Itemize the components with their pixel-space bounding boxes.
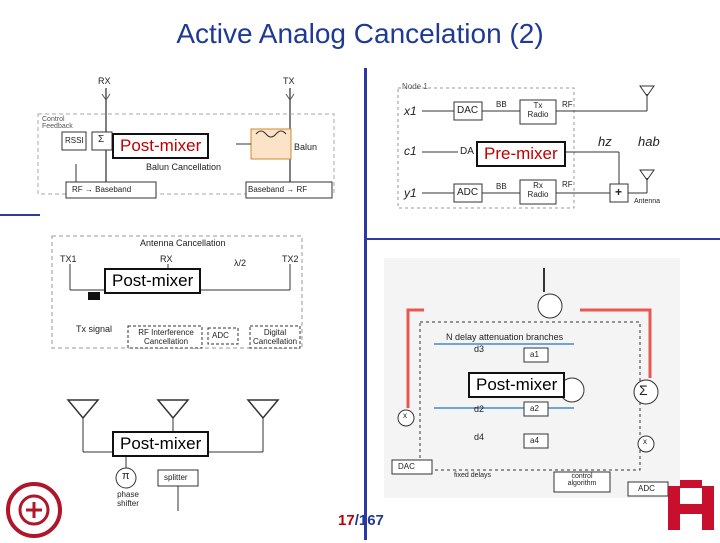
bb-label-2: BB [496,182,507,191]
d4-label: d4 [474,432,485,442]
plus-label: + [615,185,623,199]
post-mixer-tag-3: Post-mixer [112,431,210,457]
antenna-cancellation-label: Antenna Cancellation [140,238,226,248]
x-label-right: x [643,437,647,446]
figure-antenna-splitter: π splitter phase shifter [60,396,300,516]
dac-label-fig5: DAC [398,462,415,471]
pi-label: π [122,470,130,482]
page-number: 17/167 [338,512,384,529]
rf-interference-label: RF Interference Cancellation [138,328,194,346]
a2-label: a2 [530,404,539,413]
page-current: 17 [338,512,355,529]
tx2-label: TX2 [282,254,299,264]
post-mixer-tag-2: Post-mixer [104,268,202,294]
n-delay-label: N delay attenuation branches [446,332,564,342]
rf-baseband-label: RF → Baseband [72,185,132,194]
a4-label: a4 [530,436,539,445]
rx-radio-label: Rx Radio [527,181,549,199]
node-label: Node 1 [402,82,428,91]
antenna-label: Antenna [634,198,661,205]
x-label-left: x [403,411,407,420]
rf-label-1: RF [562,100,573,109]
delay-branches-diagram [391,268,669,497]
hab-label: hab [638,134,660,149]
fixed-delays-label: fixed delays [454,472,491,479]
post-mixer-tag-4: Post-mixer [468,372,566,398]
phase-shifter-label: phase shifter [117,490,139,508]
lambda-label: λ/2 [234,258,247,268]
adc-label-fig3: ADC [212,331,229,340]
page-separator: / [354,512,359,529]
dac-label-1: DAC [457,105,479,116]
page-total: 167 [358,512,384,529]
d2-label: d2 [474,404,485,414]
control-algorithm-label: control algorithm [567,473,597,487]
figure-balun-cancellation: RX TX Control Feedback RSSI Σ Balun Balu… [36,74,336,204]
horizontal-divider-left [0,214,40,216]
node-diagram [397,85,655,209]
rx-label: RX [98,76,111,86]
horizontal-divider-right [366,238,720,240]
balun-cancellation-label: Balun Cancellation [146,162,222,172]
splitter-label: splitter [164,473,188,482]
slide-title: Active Analog Cancelation (2) [176,18,544,49]
a1-label: a1 [530,350,539,359]
post-mixer-tag-1: Post-mixer [112,133,210,159]
rf-label-2: RF [562,180,573,189]
y1-label: y1 [404,186,417,200]
tx-label: TX [283,76,295,86]
hz-label: hz [598,134,612,149]
figure-node-radio: Node 1 x1 c1 y1 DAC DA ADC BB BB RF RF T… [372,80,672,215]
adc-label-fig5: ADC [638,484,655,493]
uh-logo [664,478,718,538]
dac-label-2: DA [460,146,474,157]
digital-cancellation-label: Digital Cancellation [252,328,298,346]
antenna-splitter-diagram [66,399,280,511]
vertical-divider [364,68,367,540]
sigma-label-right: Σ [639,382,648,398]
tx1-label: TX1 [60,254,77,264]
c1-label: c1 [404,144,417,158]
baseband-rf-label: Baseband → RF [248,185,308,194]
balun-diagram [37,88,335,199]
adc-label: ADC [457,187,479,198]
balun-label: Balun [294,142,318,152]
tx-radio-label: Tx Radio [527,101,549,119]
rssi-label: RSSI [65,136,84,145]
pre-mixer-tag: Pre-mixer [476,141,566,167]
tx-signal-label: Tx signal [76,324,113,334]
d3-label: d3 [474,344,485,354]
university-seal-logo [4,480,64,538]
bb-label-1: BB [496,100,507,109]
sigma-label: Σ [98,134,105,145]
control-feedback-label: Control Feedback [42,116,73,130]
x1-label: x1 [404,104,417,118]
rx-label-fig3: RX [160,254,173,264]
